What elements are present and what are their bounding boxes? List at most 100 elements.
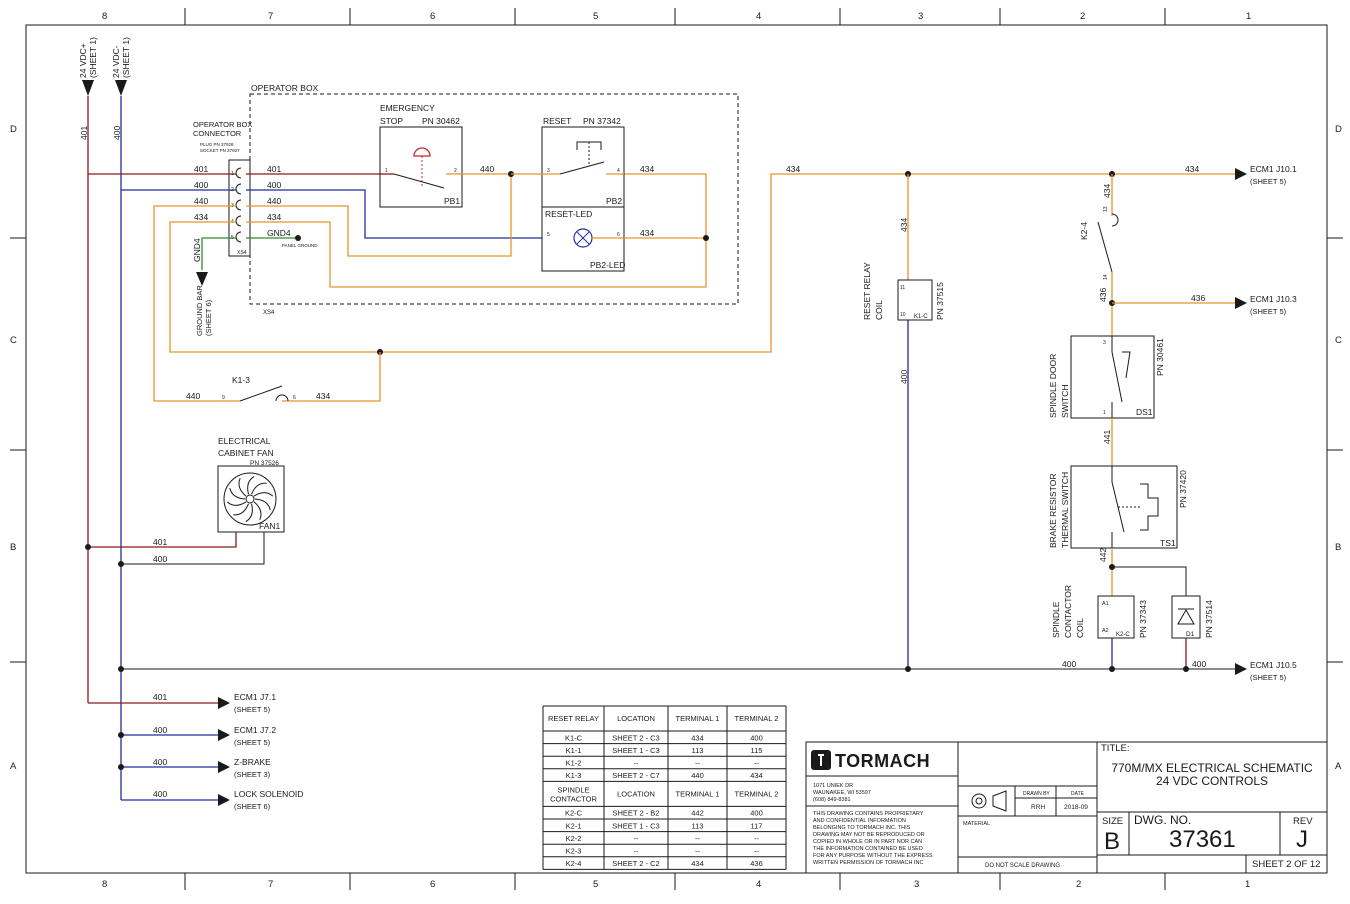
table-header: TERMINAL 2 — [735, 714, 779, 723]
k24-pin13: 13 — [1103, 206, 1109, 212]
contactor-pn: PN 37343 — [1138, 600, 1148, 638]
company-name: TORMACH — [835, 751, 930, 771]
col-label: 6 — [430, 11, 435, 22]
left-outputs: 401 ECM1 J7.1 (SHEET 5) 400 ECM1 J7.2 (S… — [88, 692, 303, 811]
wire-label: GND4 — [267, 228, 291, 238]
k13-label: K1-3 — [232, 375, 250, 385]
estop-title: EMERGENCY — [380, 103, 435, 113]
table-cell: 113 — [692, 746, 704, 755]
panel-ground-label: PANEL GROUND — [282, 243, 318, 248]
notice-line: WRITTEN PERMISSION OF TORMACH INC — [813, 860, 923, 866]
ecm-j103-ref: (SHEET 5) — [1250, 307, 1287, 316]
spindle-circuit: ECM1 J10.1 (SHEET 5) 434 434 K2-4 13 14 … — [118, 164, 1297, 682]
contactor-title2: CONTACTOR — [1063, 585, 1073, 638]
ecm-j103-arrow-icon — [1235, 297, 1247, 309]
ecm-j103-label: ECM1 J10.3 — [1250, 294, 1297, 304]
connector-title: OPERATOR BOX — [193, 120, 252, 129]
ground-bar-label: GROUND BAR — [195, 285, 204, 336]
thermal-title: BRAKE RESISTOR — [1048, 474, 1058, 548]
operator-box: OPERATOR BOX XS4 OPERATOR BOX CONNECTOR … — [88, 83, 739, 402]
ecm-j105-wire: 400 — [1062, 659, 1076, 669]
gnd-wire-label: GND4 — [192, 238, 202, 262]
thermal-title2: THERMAL SWITCH — [1060, 472, 1070, 548]
diode-icon — [1177, 608, 1195, 625]
ecm-j101-label: ECM1 J10.1 — [1250, 164, 1297, 174]
output-wire: 401 — [153, 692, 167, 702]
ecm-j101-arrow-icon — [1235, 168, 1247, 180]
table-cell: 442 — [691, 809, 704, 818]
table-cell: SHEET 2 - C3 — [612, 733, 659, 742]
row-label: C — [10, 335, 17, 346]
ecm-j105-ref: (SHEET 5) — [1250, 673, 1287, 682]
fan-pn: PN 37526 — [250, 460, 279, 467]
title-block: TORMACH 1071 UNIEK DR WAUNAKEE, WI 53597… — [805, 741, 1328, 874]
table-cell: 434 — [691, 733, 704, 742]
rail-neg-wire: 400 — [112, 126, 122, 140]
output-arrow-icon — [218, 729, 230, 741]
output-arrow-icon — [218, 761, 230, 773]
connector-title2: CONNECTOR — [193, 129, 242, 138]
col-label: 7 — [268, 879, 273, 890]
table-cell: -- — [695, 847, 700, 856]
col-label: 2 — [1080, 11, 1085, 22]
notice-line: THIS DRAWING CONTAINS PROPRIETARY — [813, 811, 924, 817]
address-line: (608) 849-8381 — [813, 797, 851, 803]
wire-label: 440 — [267, 196, 281, 206]
k13-pin6: 6 — [293, 395, 296, 401]
table-cell: 440 — [691, 771, 704, 780]
wire-label: 401 — [194, 164, 208, 174]
size-value: B — [1104, 828, 1120, 855]
table-cell: K1-3 — [566, 771, 582, 780]
k13-wire-left: 440 — [186, 391, 200, 401]
table-cell: 436 — [750, 859, 763, 868]
table-header: TERMINAL 1 — [676, 714, 720, 723]
table-cell: -- — [754, 847, 759, 856]
table-cell: K2-2 — [566, 834, 582, 843]
table-cell: K1-2 — [566, 759, 582, 768]
col-label: 3 — [918, 11, 923, 22]
notice-line: BELONGING TO TORMACH INC. THIS — [813, 825, 911, 831]
row-label: D — [1335, 124, 1342, 135]
table-cell: SHEET 2 - C2 — [612, 859, 659, 868]
address-line: WAUNAKEE, WI 53597 — [813, 790, 871, 796]
table-cell: 434 — [691, 859, 704, 868]
row-label: B — [10, 542, 16, 553]
supply-pos-label: 24 VDC+ — [78, 43, 88, 78]
wire-label: 434 — [194, 212, 208, 222]
table-cell: -- — [634, 834, 639, 843]
reset-pn: PN 37342 — [583, 116, 621, 126]
reset-led-title: RESET-LED — [545, 209, 592, 219]
estop-pin1: 1 — [385, 168, 388, 174]
door-pin3: 3 — [1103, 340, 1106, 346]
notice-line: DRAWING MAY NOT BE REPRODUCED OR — [813, 832, 925, 838]
output-label: ECM1 J7.1 — [234, 692, 276, 702]
table-cell: K2-4 — [566, 859, 582, 868]
drawing-date: 2018-09 — [1064, 804, 1088, 811]
supply-pos-ref: (SHEET 1) — [88, 37, 98, 78]
title-label: TITLE: — [1101, 743, 1130, 754]
tormach-logo: TORMACH — [811, 750, 930, 771]
notice-line: FOR ANY PURPOSE WITHOUT THE EXPRESS — [813, 853, 933, 859]
col-label: 4 — [756, 11, 761, 22]
ecm-j105-label: ECM1 J10.5 — [1250, 660, 1297, 670]
door-title: SPINDLE DOOR — [1048, 354, 1058, 418]
col-label: 4 — [756, 879, 761, 890]
rev-label: REV — [1293, 816, 1313, 827]
ecm-j105-wire2: 400 — [1192, 659, 1206, 669]
wire-label: 440 — [194, 196, 208, 206]
bus-434-label: 434 — [786, 164, 800, 174]
output-ref: (SHEET 6) — [234, 802, 271, 811]
table-cell: 117 — [751, 821, 763, 830]
table-cell: 434 — [750, 771, 763, 780]
row-label: B — [1335, 542, 1341, 553]
col-label: 1 — [1245, 879, 1250, 890]
table-cell: SHEET 1 - C3 — [612, 821, 659, 830]
door-ref: DS1 — [1136, 407, 1153, 417]
output-label: Z-BRAKE — [234, 757, 271, 767]
k24-wire-436: 436 — [1098, 288, 1108, 302]
k13-wire-right: 434 — [316, 391, 330, 401]
table-header: LOCATION — [617, 789, 655, 798]
table-cell: -- — [754, 759, 759, 768]
row-label: C — [1335, 335, 1342, 346]
